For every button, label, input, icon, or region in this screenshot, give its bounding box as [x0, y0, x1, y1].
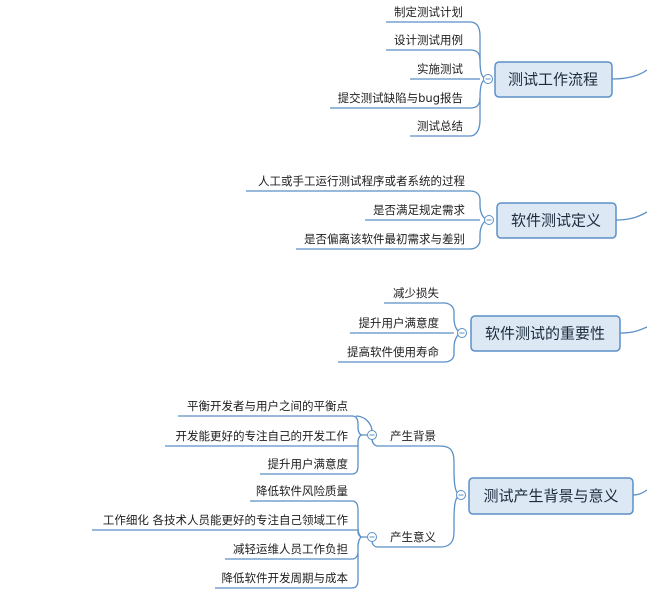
- collapse-toggle-icon[interactable]: [367, 532, 377, 542]
- connector-to-root: [611, 69, 647, 80]
- leaf-node[interactable]: 提交测试缺陷与bug报告: [338, 91, 463, 105]
- leaf-node[interactable]: 降低软件风险质量: [256, 484, 348, 498]
- branch-test-workflow: 制定测试计划 设计测试用例 实施测试 提交测试缺陷与bug报告 测试总结 测试工…: [330, 5, 647, 137]
- leaf-node[interactable]: 制定测试计划: [394, 5, 463, 19]
- collapse-toggle-icon[interactable]: [456, 490, 466, 500]
- leaf-node[interactable]: 开发能更好的专注自己的开发工作: [176, 429, 349, 443]
- connector-to-root: [632, 489, 647, 496]
- connector-to-root: [615, 211, 647, 221]
- connector-bracket: [351, 500, 382, 589]
- connector-bracket: [351, 415, 382, 475]
- connector-leaf-3: [469, 97, 481, 109]
- leaf-node[interactable]: 是否满足规定需求: [373, 203, 465, 217]
- leaf-node[interactable]: 提升用户满意度: [268, 457, 349, 471]
- branch-test-definition: 人工或手工运行测试程序或者系统的过程 是否满足规定需求 是否偏离该软件最初需求与…: [246, 174, 647, 250]
- topic-box[interactable]: [496, 202, 617, 239]
- leaf-node[interactable]: 工作细化 各技术人员能更好的专注自己领域工作: [103, 513, 349, 527]
- topic-label: 测试产生背景与意义: [483, 487, 618, 505]
- branch-test-importance: 减少损失 提升用户满意度 提高软件使用寿命 软件测试的重要性: [338, 286, 647, 363]
- collapse-toggle-icon[interactable]: [484, 215, 494, 225]
- topic-box[interactable]: [470, 315, 621, 352]
- leaf-node[interactable]: 实施测试: [417, 62, 463, 76]
- connector-leaf-0: [469, 49, 481, 61]
- leaf-node[interactable]: 降低软件开发周期与成本: [222, 571, 349, 585]
- collapse-toggle-icon[interactable]: [483, 74, 493, 84]
- subtopic-label[interactable]: 产生背景: [390, 429, 436, 443]
- collapse-toggle-icon[interactable]: [457, 328, 467, 338]
- leaf-node[interactable]: 减轻运维人员工作负担: [233, 542, 348, 556]
- topic-box[interactable]: [468, 477, 634, 515]
- topic-label: 软件测试定义: [511, 212, 601, 230]
- topic-box[interactable]: [494, 61, 613, 98]
- topic-label: 测试工作流程: [508, 71, 598, 89]
- leaf-node[interactable]: 提升用户满意度: [359, 316, 440, 330]
- topic-label: 软件测试的重要性: [485, 325, 605, 343]
- leaf-node[interactable]: 测试总结: [417, 119, 463, 133]
- subtopic-background: 产生背景 平衡开发者与用户之间的平衡点 开发能更好的专注自己的开发工作 提升用户…: [165, 399, 440, 475]
- subtopic-meaning: 产生意义 降低软件风险质量 工作细化 各技术人员能更好的专注自己领域工作 减轻运…: [92, 484, 440, 589]
- branch-test-background-meaning: 产生背景 平衡开发者与用户之间的平衡点 开发能更好的专注自己的开发工作 提升用户…: [92, 399, 647, 589]
- subtopic-label[interactable]: 产生意义: [390, 530, 436, 544]
- connector-to-root: [619, 326, 647, 334]
- leaf-node[interactable]: 人工或手工运行测试程序或者系统的过程: [258, 174, 465, 188]
- leaf-node[interactable]: 是否偏离该软件最初需求与差别: [304, 232, 465, 246]
- leaf-node[interactable]: 平衡开发者与用户之间的平衡点: [187, 399, 348, 413]
- leaf-node[interactable]: 设计测试用例: [394, 33, 463, 47]
- collapse-toggle-icon[interactable]: [367, 430, 377, 440]
- leaf-node[interactable]: 减少损失: [393, 286, 439, 300]
- leaf-node[interactable]: 提高软件使用寿命: [347, 345, 439, 359]
